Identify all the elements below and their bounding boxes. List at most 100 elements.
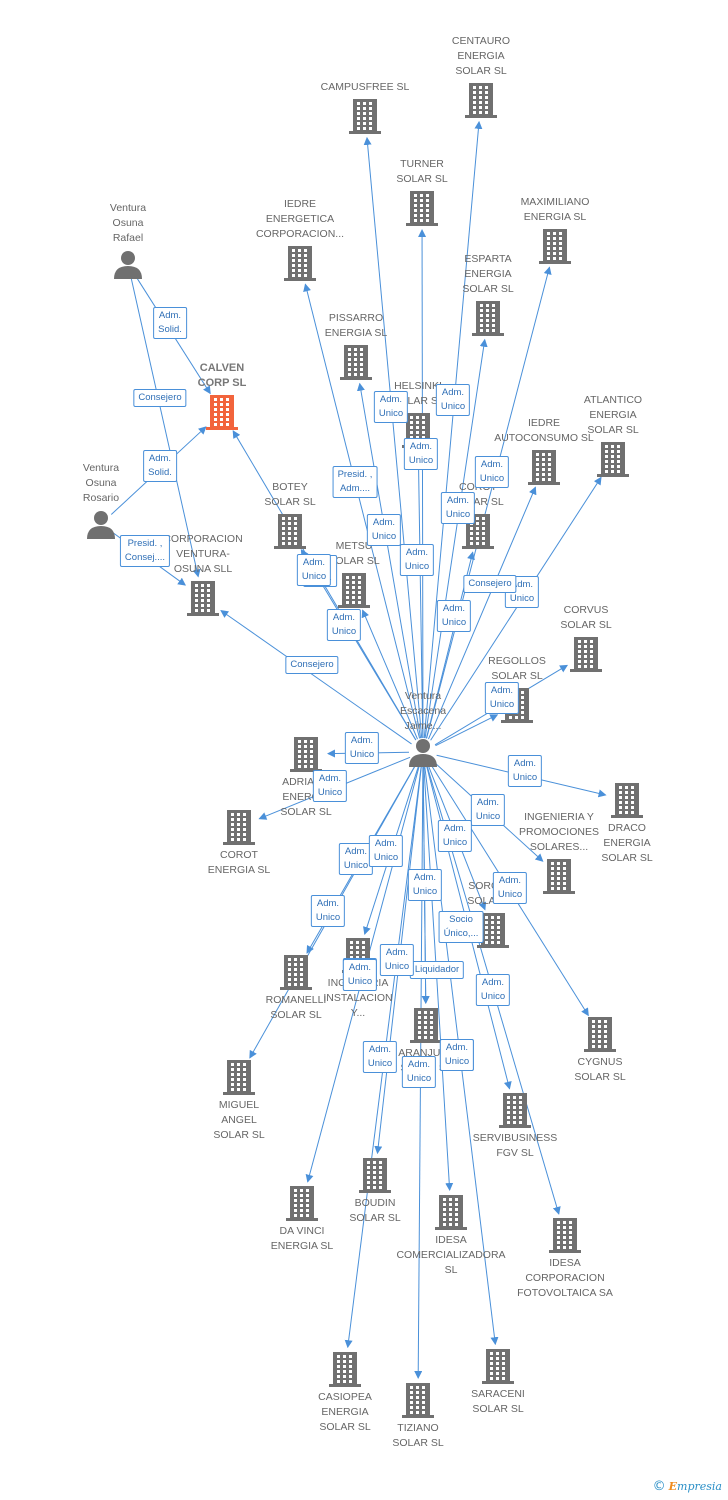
edge-label[interactable]: Adm. Unico bbox=[362, 1041, 398, 1073]
building-icon bbox=[406, 191, 438, 226]
edge-label[interactable]: Adm. Unico bbox=[399, 544, 435, 576]
node-da-vinci[interactable]: DA VINCI ENERGIA SL bbox=[242, 1185, 362, 1254]
node-esparta[interactable]: ESPARTA ENERGIA SOLAR SL bbox=[428, 252, 548, 336]
edge-label[interactable]: Adm. Unico bbox=[344, 732, 380, 764]
edge-label[interactable]: Adm. Solid. bbox=[143, 450, 177, 482]
edge-label[interactable]: Adm. Solid. bbox=[153, 307, 187, 339]
node-label: IEDRE ENERGETICA CORPORACION... bbox=[255, 198, 345, 240]
edge-label[interactable]: Adm. Unico bbox=[312, 770, 348, 802]
edge-label[interactable]: Adm. Unico bbox=[474, 456, 510, 488]
node-iedre-energetica[interactable]: IEDRE ENERGETICA CORPORACION... bbox=[240, 197, 360, 281]
node-saraceni[interactable]: SARACENI SOLAR SL bbox=[438, 1348, 558, 1417]
edge-label[interactable]: Adm. Unico bbox=[403, 438, 439, 470]
node-ventura-escacena[interactable]: Ventura Escacena Jaime... bbox=[363, 689, 483, 767]
node-casiopea[interactable]: CASIOPEA ENERGIA SOLAR SL bbox=[285, 1351, 405, 1435]
edge-label[interactable]: Adm. Unico bbox=[440, 492, 476, 524]
node-corvus[interactable]: CORVUS SOLAR SL bbox=[526, 603, 646, 672]
edge-label[interactable]: Adm. Unico bbox=[407, 869, 443, 901]
edge-ventura-escacena-to-maximiliano bbox=[426, 266, 552, 739]
building-highlight-icon bbox=[206, 395, 238, 430]
node-pissarro[interactable]: PISSARRO ENERGIA SL bbox=[296, 311, 416, 380]
node-corot-energia[interactable]: COROT ENERGIA SL bbox=[179, 809, 299, 878]
edge-label[interactable]: Adm. Unico bbox=[366, 514, 402, 546]
building-icon bbox=[410, 1008, 442, 1043]
edge-label[interactable]: Presid. , Consej.... bbox=[119, 535, 171, 567]
edge-label[interactable]: Adm. Unico bbox=[379, 944, 415, 976]
node-maximiliano[interactable]: MAXIMILIANO ENERGIA SL bbox=[495, 195, 615, 264]
node-idesa-comercializadora[interactable]: IDESA COMERCIALIZADORA SL bbox=[391, 1194, 511, 1278]
edge-ventura-escacena-to-esparta bbox=[424, 338, 488, 739]
node-label: MIGUEL ANGEL SOLAR SL bbox=[213, 1099, 265, 1141]
node-ventura-osuna-rafael[interactable]: Ventura Osuna Rafael bbox=[68, 201, 188, 279]
node-label: ATLANTICO ENERGIA SOLAR SL bbox=[583, 394, 643, 436]
edge-label[interactable]: Adm. Unico bbox=[368, 835, 404, 867]
edge-ventura-osuna-rafael-to-corporacion-ventura bbox=[130, 277, 201, 578]
edge-ventura-escacena-to-turner bbox=[418, 228, 427, 739]
edge-label[interactable]: Liquidador bbox=[409, 961, 465, 979]
edge-ventura-escacena-to-corporacion-ventura bbox=[220, 610, 412, 745]
edge-label[interactable]: Adm. Unico bbox=[296, 554, 332, 586]
node-iedre-autoconsumo[interactable]: IEDRE AUTOCONSUMO SL bbox=[484, 416, 604, 485]
node-label: MAXIMILIANO ENERGIA SL bbox=[520, 196, 590, 223]
node-label: Ventura Escacena Jaime... bbox=[399, 690, 447, 732]
edge-label[interactable]: Adm. Unico bbox=[492, 872, 528, 904]
edge-label[interactable]: Adm. Unico bbox=[437, 820, 473, 852]
edge-label[interactable]: Consejero bbox=[285, 656, 339, 674]
building-icon bbox=[274, 514, 306, 549]
building-icon bbox=[549, 1218, 581, 1253]
edge-label[interactable]: Adm. Unico bbox=[310, 895, 346, 927]
node-label: INGENIERIA Y PROMOCIONES SOLARES... bbox=[519, 811, 599, 853]
node-miguel-angel[interactable]: MIGUEL ANGEL SOLAR SL bbox=[179, 1059, 299, 1143]
node-label: CALVEN CORP SL bbox=[197, 362, 247, 389]
edge-label[interactable]: Adm. Unico bbox=[435, 384, 471, 416]
edge-label[interactable]: Adm. Unico bbox=[470, 794, 506, 826]
edge-ventura-escacena-to-iedre-energetica bbox=[303, 283, 421, 739]
node-label: Ventura Osuna Rafael bbox=[109, 202, 147, 244]
edge-label[interactable]: Adm. Unico bbox=[439, 1039, 475, 1071]
building-icon bbox=[280, 955, 312, 990]
edge-label[interactable]: Consejero bbox=[133, 389, 187, 407]
edge-label[interactable]: Adm. Unico bbox=[436, 600, 472, 632]
edge-ventura-escacena-to-regollos bbox=[435, 714, 499, 747]
edge-label[interactable]: Presid. , Adm.... bbox=[332, 466, 378, 498]
edge-label[interactable]: Adm. Unico bbox=[484, 682, 520, 714]
node-centauro[interactable]: CENTAURO ENERGIA SOLAR SL bbox=[421, 34, 541, 118]
edge-label[interactable]: Adm. Unico bbox=[326, 609, 362, 641]
node-corporacion-ventura[interactable]: CORPORACION VENTURA- OSUNA SLL bbox=[143, 532, 263, 616]
edge-label[interactable]: Consejero bbox=[463, 575, 517, 593]
node-metsu[interactable]: METSU SOLAR SL bbox=[294, 539, 414, 608]
building-icon bbox=[570, 637, 602, 672]
node-cygnus[interactable]: CYGNUS SOLAR SL bbox=[540, 1016, 660, 1085]
node-label: PISSARRO ENERGIA SL bbox=[324, 312, 388, 339]
edge-label[interactable]: Adm. Unico bbox=[373, 391, 409, 423]
edge-label[interactable]: Adm. Unico bbox=[475, 974, 511, 1006]
node-boudin[interactable]: BOUDIN SOLAR SL bbox=[315, 1157, 435, 1226]
edge-ventura-escacena-to-metsu bbox=[361, 609, 418, 740]
building-icon bbox=[187, 581, 219, 616]
node-corot-solar[interactable]: COROT SOLAR SL bbox=[418, 480, 538, 549]
node-label: DRACO ENERGIA SOLAR SL bbox=[601, 822, 653, 864]
node-tiziano[interactable]: TIZIANO SOLAR SL bbox=[358, 1382, 478, 1451]
node-label: Ventura Osuna Rosario bbox=[82, 462, 120, 504]
node-draco[interactable]: DRACO ENERGIA SOLAR SL bbox=[567, 782, 687, 866]
empresia-copyright[interactable]: ©Empresia bbox=[653, 1479, 722, 1494]
node-ventura-osuna-rosario[interactable]: Ventura Osuna Rosario bbox=[41, 461, 161, 539]
node-romanelli[interactable]: ROMANELLI SOLAR SL bbox=[236, 954, 356, 1023]
node-label: SARACENI SOLAR SL bbox=[471, 1388, 525, 1415]
node-ingenieria[interactable]: INGENIERIA Y PROMOCIONES SOLARES... bbox=[499, 810, 619, 894]
node-botey[interactable]: BOTEY SOLAR SL bbox=[230, 480, 350, 549]
node-label: COROT ENERGIA SL bbox=[207, 849, 271, 876]
person-icon bbox=[87, 511, 115, 539]
node-calven-corp[interactable]: CALVEN CORP SL bbox=[162, 361, 282, 430]
edge-label[interactable]: Socio Único,... bbox=[438, 911, 484, 943]
edge-label[interactable]: Adm. Unico bbox=[507, 755, 543, 787]
node-label: IDESA CORPORACION FOTOVOLTAICA SA bbox=[517, 1257, 613, 1299]
node-campusfree[interactable]: CAMPUSFREE SL bbox=[305, 80, 425, 134]
node-turner[interactable]: TURNER SOLAR SL bbox=[362, 157, 482, 226]
node-servibusiness[interactable]: SERVIBUSINESS FGV SL bbox=[455, 1092, 575, 1161]
node-atlantico[interactable]: ATLANTICO ENERGIA SOLAR SL bbox=[553, 393, 673, 477]
node-idesa-corporacion[interactable]: IDESA CORPORACION FOTOVOLTAICA SA bbox=[505, 1217, 625, 1301]
edge-label[interactable]: Adm. Unico bbox=[401, 1056, 437, 1088]
node-label: TIZIANO SOLAR SL bbox=[392, 1422, 444, 1449]
edge-label[interactable]: Adm. Unico bbox=[342, 959, 378, 991]
